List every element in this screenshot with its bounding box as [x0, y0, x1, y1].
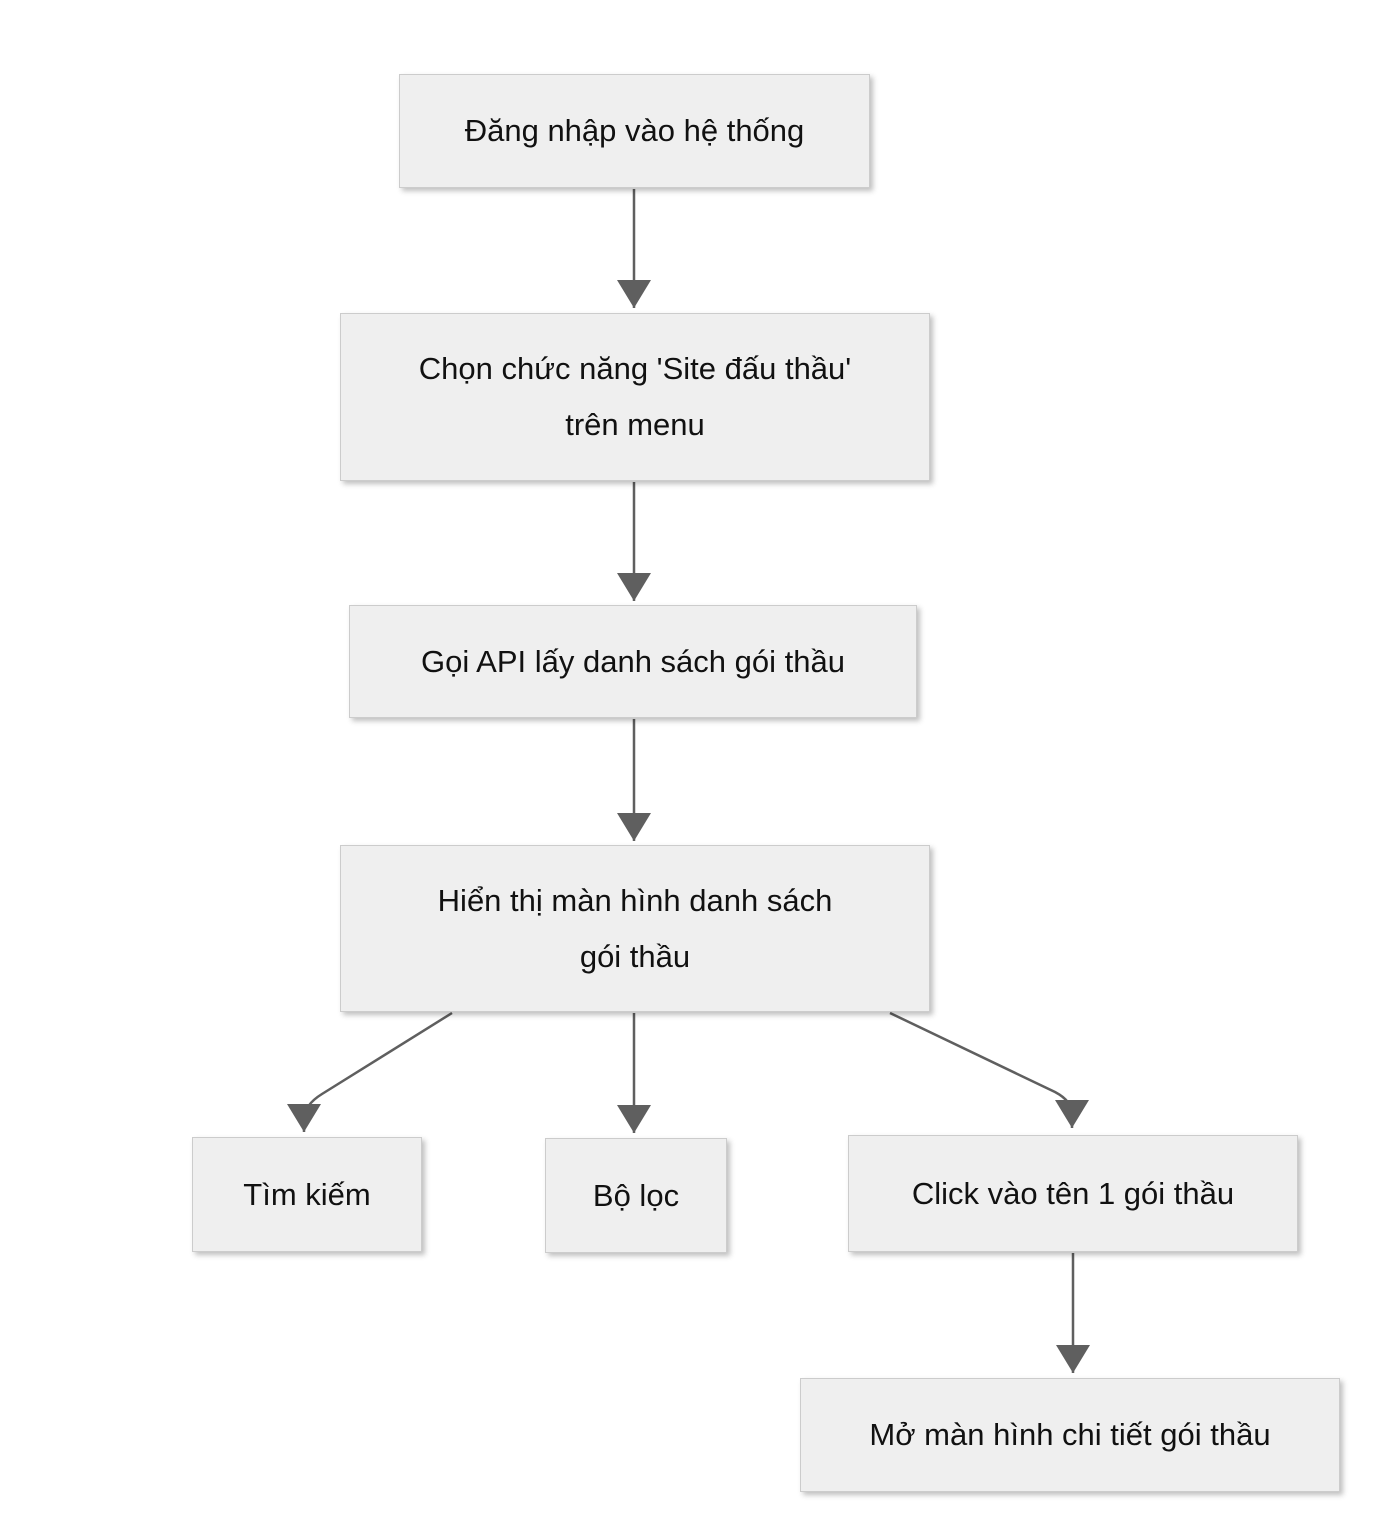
node-open-detail: Mở màn hình chi tiết gói thầu [800, 1378, 1340, 1492]
arrow-list-to-click [889, 1011, 1089, 1128]
node-filter: Bộ lọc [545, 1138, 727, 1253]
node-click-package: Click vào tên 1 gói thầu [848, 1135, 1298, 1252]
node-show-list: Hiển thị màn hình danh sách gói thầu [340, 845, 930, 1012]
node-select-menu: Chọn chức năng 'Site đấu thầu' trên menu [340, 313, 930, 481]
node-search: Tìm kiếm [192, 1137, 422, 1252]
node-call-api: Gọi API lấy danh sách gói thầu [349, 605, 917, 718]
arrow-list-to-search [287, 1011, 453, 1132]
node-login: Đăng nhập vào hệ thống [399, 74, 870, 188]
